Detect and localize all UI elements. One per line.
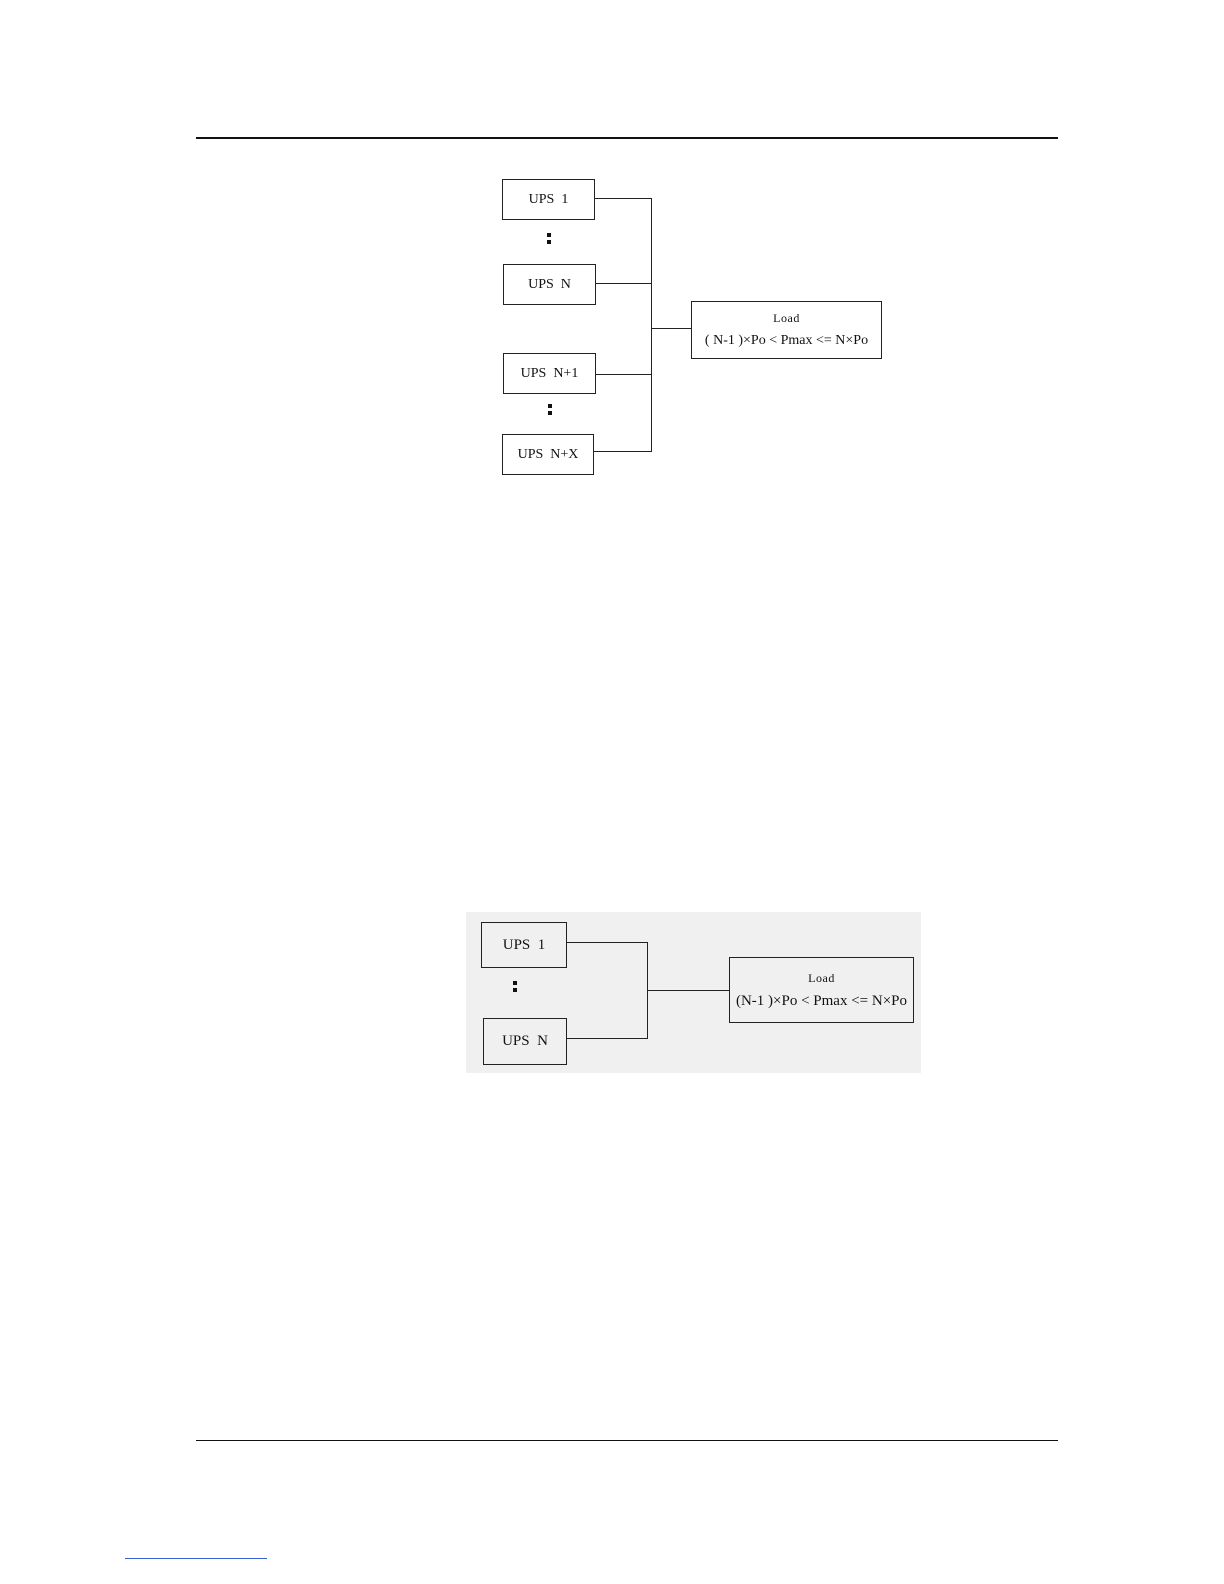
connector-line [594,451,651,452]
footer-rule [196,1440,1058,1441]
ups-n-plus-x-label: UPS N+X [518,447,579,463]
connector-line [595,198,651,199]
load-connector-line [651,328,692,329]
ups-n-diagram: UPS 1 UPS N Load (N-1 )×Po < Pmax <= N×P… [466,912,921,1073]
footnote-link-underline [125,1558,267,1559]
bus-line [651,198,652,452]
load-formula: ( N-1 )×Po < Pmax <= N×Po [705,333,868,349]
ups-n-box: UPS N [483,1018,567,1065]
ups-1-box: UPS 1 [481,922,567,968]
load-box: Load ( N-1 )×Po < Pmax <= N×Po [691,301,882,359]
ups-1-label: UPS 1 [503,937,546,954]
ups-n-box: UPS N [503,264,596,305]
connector-line [567,1038,648,1039]
ups-n-label: UPS N [502,1033,548,1050]
ups-n-plus-1-label: UPS N+1 [521,366,579,382]
ups-1-box: UPS 1 [502,179,595,220]
load-title: Load [773,311,800,326]
ups-n-plus-x-diagram: UPS 1 UPS N UPS N+1 UPS N+X Load ( N-1 )… [490,170,890,485]
ups-1-label: UPS 1 [529,192,569,208]
connector-line [596,374,651,375]
connector-line [596,283,651,284]
header-rule [196,137,1058,139]
load-box: Load (N-1 )×Po < Pmax <= N×Po [729,957,914,1023]
ups-n-plus-1-box: UPS N+1 [503,353,596,394]
ups-n-label: UPS N [528,277,571,293]
ups-n-plus-x-box: UPS N+X [502,434,594,475]
load-formula: (N-1 )×Po < Pmax <= N×Po [736,993,907,1010]
load-connector-line [647,990,730,991]
load-title: Load [808,971,835,986]
connector-line [567,942,648,943]
